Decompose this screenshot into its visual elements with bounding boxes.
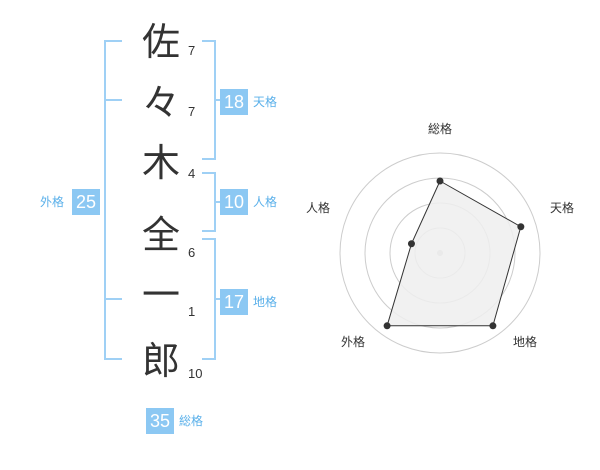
- radar-label-chikaku: 地格: [513, 334, 537, 349]
- jinkaku-label: 人格: [253, 195, 278, 209]
- name-char-1: 佐: [141, 20, 180, 64]
- stroke-count-1: 7: [188, 43, 196, 58]
- jinkaku-value-badge: 10: [220, 189, 248, 215]
- gaikaku-value-badge: 25: [72, 189, 100, 215]
- radar-label-jinkaku: 人格: [306, 200, 330, 215]
- fortune-radar-chart: 総格 天格 地格 外格 人格: [306, 121, 574, 354]
- chikaku-connector: [216, 298, 222, 300]
- chikaku-bracket: [202, 238, 216, 360]
- tenkaku-value-badge: 18: [220, 89, 248, 115]
- stroke-count-6: 10: [188, 366, 203, 381]
- radar-point-tenkaku: [517, 223, 525, 231]
- name-char-6: 郎: [141, 339, 180, 383]
- radar-axis-labels: 総格 天格 地格 外格 人格: [306, 121, 574, 349]
- radar-grid-ring-4: [339, 152, 541, 354]
- radar-area: [386, 180, 522, 327]
- tenkaku-connector: [216, 99, 222, 101]
- stroke-count-4: 6: [188, 245, 196, 260]
- jinkaku-bracket: [202, 172, 216, 232]
- radar-label-tenkaku: 天格: [550, 200, 574, 215]
- bracket-tick-upper: [104, 99, 122, 101]
- name-char-5: 一: [141, 273, 180, 317]
- radar-point-gaikaku: [383, 322, 391, 330]
- soukaku-value-badge: 35: [146, 408, 174, 434]
- jinkaku-connector: [216, 201, 222, 203]
- name-char-2: 々: [141, 81, 180, 125]
- chikaku-value-badge: 17: [220, 289, 248, 315]
- tenkaku-label: 天格: [253, 95, 278, 109]
- radar-label-gaikaku: 外格: [341, 334, 365, 349]
- gaikaku-bracket: [104, 40, 122, 360]
- radar-points: [383, 177, 525, 330]
- stroke-count-2: 7: [188, 104, 196, 119]
- radar-point-jinkaku: [407, 240, 415, 248]
- bracket-tick-lower: [104, 298, 122, 300]
- stroke-count-3: 4: [188, 166, 196, 181]
- name-char-4: 全: [141, 213, 180, 257]
- stroke-count-5: 1: [188, 304, 196, 319]
- chikaku-label: 地格: [253, 295, 278, 309]
- soukaku-label: 総格: [179, 414, 204, 428]
- radar-point-soukaku: [436, 177, 444, 185]
- radar-label-soukaku: 総格: [428, 121, 452, 136]
- radar-point-chikaku: [489, 322, 497, 330]
- tenkaku-bracket: [202, 40, 216, 160]
- name-char-3: 木: [141, 141, 180, 185]
- gaikaku-label: 外格: [40, 195, 65, 209]
